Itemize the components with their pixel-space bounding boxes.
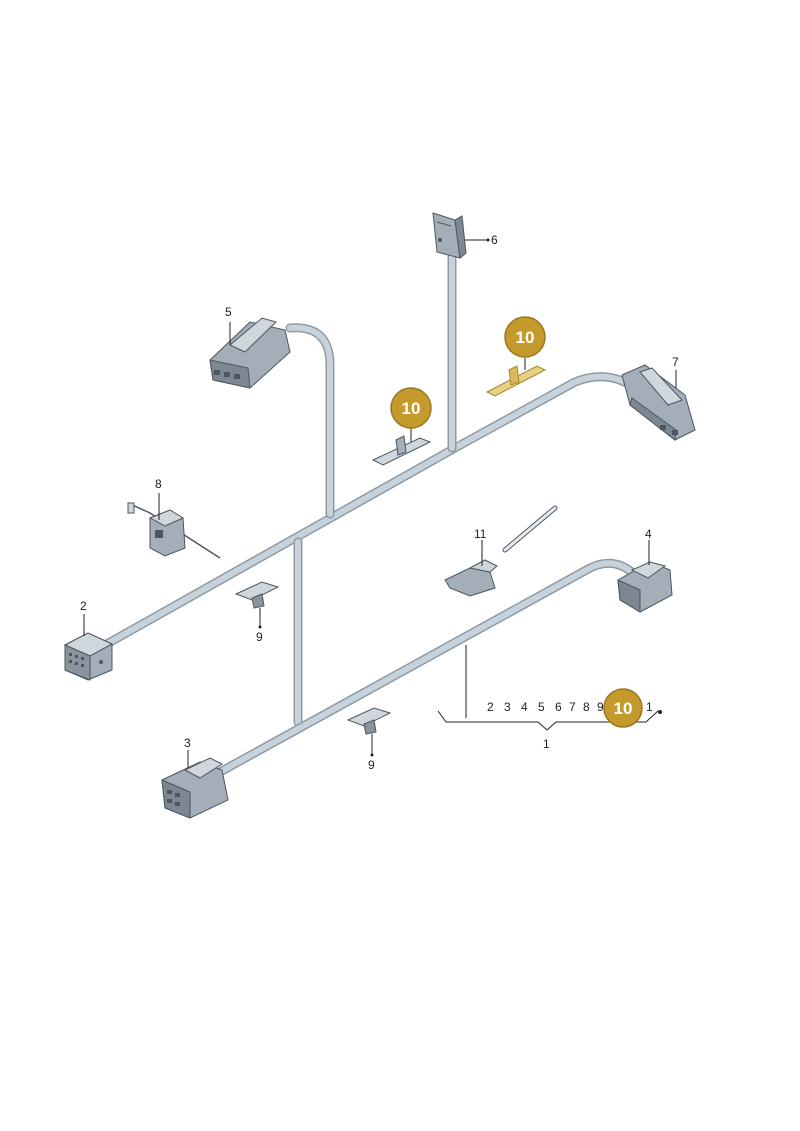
connector-5 xyxy=(209,317,291,389)
group-item: 9 xyxy=(597,700,604,714)
callout-5: 5 xyxy=(225,305,232,319)
group-item: 7 xyxy=(569,700,576,714)
callout-3: 3 xyxy=(184,736,191,750)
connector-4 xyxy=(617,561,673,613)
group-item: 3 xyxy=(504,700,511,714)
clip-10-highlighted xyxy=(485,365,547,397)
group-item: 4 xyxy=(521,700,528,714)
svg-text:10: 10 xyxy=(516,328,535,347)
group-item: 2 xyxy=(487,700,494,714)
connector-8 xyxy=(127,502,221,559)
cable-branch-5 xyxy=(285,323,335,519)
callout-9-upper: 9 xyxy=(256,630,263,644)
group-number-strip: 2 3 4 5 6 7 8 9 1 1 xyxy=(487,700,653,751)
badge-10-group: 10 xyxy=(603,688,643,728)
callout-2: 2 xyxy=(80,599,87,613)
group-item: 8 xyxy=(583,700,590,714)
svg-text:10: 10 xyxy=(402,399,421,418)
callout-4: 4 xyxy=(645,527,652,541)
badge-10-left: 10 xyxy=(390,387,432,429)
callout-6: 6 xyxy=(491,233,498,247)
connector-7 xyxy=(621,364,696,441)
group-item: 5 xyxy=(538,700,545,714)
callout-8: 8 xyxy=(155,477,162,491)
clip-9-upper xyxy=(234,581,280,609)
connector-2 xyxy=(63,632,114,681)
cable-harness xyxy=(100,250,640,777)
clip-10-left xyxy=(371,435,432,466)
leader-lines xyxy=(83,238,677,768)
connector-6 xyxy=(432,212,467,259)
group-item: 6 xyxy=(555,700,562,714)
badge-10-highlighted: 10 xyxy=(504,316,546,358)
group-label: 1 xyxy=(543,737,550,751)
svg-text:10: 10 xyxy=(614,699,633,718)
clip-9-lower xyxy=(346,707,392,735)
connector-3 xyxy=(161,757,229,819)
callout-labels: 6 5 7 8 11 4 2 9 3 9 xyxy=(80,233,679,772)
callout-9-lower: 9 xyxy=(368,758,375,772)
callout-11: 11 xyxy=(474,527,487,541)
cable-tie-11 xyxy=(444,505,558,597)
callout-7: 7 xyxy=(672,355,679,369)
group-trailing: 1 xyxy=(646,700,653,714)
